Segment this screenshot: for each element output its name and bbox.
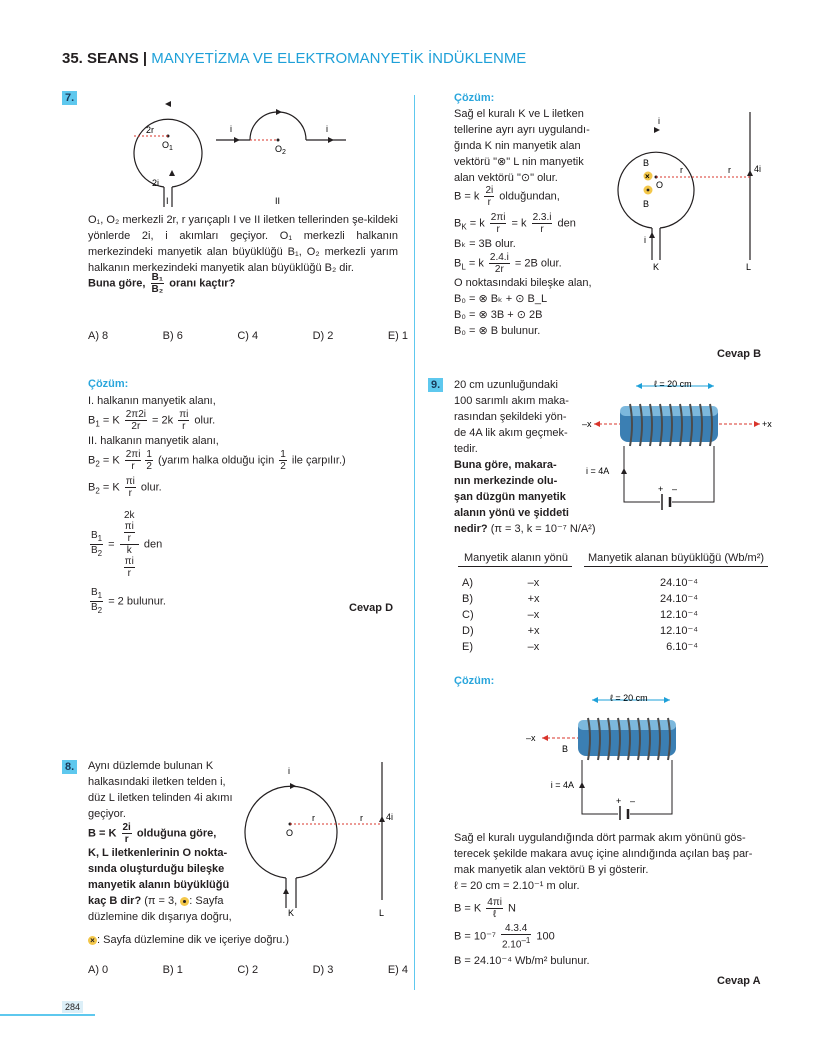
q7-label-2i: 2i: [152, 178, 159, 188]
q8-option-e[interactable]: E) 4: [387, 964, 408, 976]
q7-label-i-left: i: [230, 124, 232, 134]
q8-options: A) 0 B) 1 C) 2 D) 3 E) 4: [88, 964, 408, 976]
q7-option-b[interactable]: B) 6: [162, 330, 183, 342]
q7-label-2r: 2r: [146, 125, 154, 135]
q7b-label-4i: 4i: [754, 164, 761, 174]
q8-figure: i 4i r r O K L: [244, 762, 393, 918]
q7b-label-L: L: [746, 262, 751, 272]
page-header: 35. SEANS | MANYETİZMA VE ELEKTROMANYETİ…: [62, 50, 526, 67]
session-number: 35. SEANS: [62, 50, 139, 67]
q7-options: A) 8 B) 6 C) 4 D) 2 E) 1: [88, 330, 408, 342]
q8-label-i: i: [288, 766, 290, 776]
q7b-answer: Cevap B: [717, 348, 762, 360]
q7-solution-title: Çözüm:: [88, 378, 129, 390]
q8-label-4i: 4i: [386, 812, 393, 822]
q7b-figure: × B O B i i 4i r r K L: [617, 112, 761, 272]
dot-out-icon: [180, 896, 190, 906]
q9-label-plus-x: +x: [762, 419, 772, 429]
q8-option-b[interactable]: B) 1: [162, 964, 183, 976]
q7-option-c[interactable]: C) 4: [237, 330, 259, 342]
q9-label-plus: +: [658, 484, 663, 494]
q9-col-direction: Manyetik alanın yönü: [458, 550, 572, 567]
q7b-label-bl: B: [643, 199, 649, 209]
q9s-label-current: i = 4A: [551, 780, 574, 790]
q7b-label-i-bottom: i: [644, 235, 646, 245]
q7-label-o1: O1: [162, 140, 173, 152]
q7b-label-bk: B: [643, 158, 649, 168]
q7-figure: 2r O1 2i I i i O2 II: [133, 101, 346, 207]
q9s-label-b: B: [562, 744, 568, 754]
q8-text: Aynı düzlemde bulunan K halkasındaki ile…: [88, 760, 233, 923]
q7b-solution-title: Çözüm:: [454, 92, 495, 104]
q8-label-O: O: [286, 828, 293, 838]
q9-col-magnitude: Manyetik alanan büyüklüğü (Wb/m²): [583, 550, 769, 567]
q8-label-L: L: [379, 908, 384, 918]
q8-option-c[interactable]: C) 2: [237, 964, 259, 976]
q7b-label-K: K: [653, 262, 659, 272]
q9-solution-title: Çözüm:: [454, 675, 495, 687]
header-separator: |: [142, 50, 148, 67]
cross-in-icon: ×: [88, 935, 97, 945]
q9-answer: Cevap A: [717, 975, 761, 987]
page-number: 284: [62, 1001, 84, 1013]
q9-label-current: i = 4A: [586, 466, 609, 476]
q7-option-a[interactable]: A) 8: [88, 330, 109, 342]
q7b-solution-text: Sağ el kuralı K ve L iletken tellerine a…: [454, 108, 590, 184]
q9-label-length: ℓ = 20 cm: [654, 379, 692, 389]
q7-label-II: II: [275, 196, 280, 206]
q8-option-d[interactable]: D) 3: [312, 964, 334, 976]
q8-option-a[interactable]: A) 0: [88, 964, 109, 976]
question-8-number: 8.: [62, 760, 78, 774]
q7b-label-o: O: [656, 180, 663, 190]
q7-label-o2: O2: [275, 144, 286, 156]
q7-label-i-right: i: [326, 124, 328, 134]
q9-options-table: Manyetik alanın yönü Manyetik alanan büy…: [458, 550, 769, 655]
q7-label-I: I: [166, 196, 169, 206]
q8-label-K: K: [288, 908, 294, 918]
q7-answer: Cevap D: [349, 602, 394, 614]
q9-solution-figure: ℓ = 20 cm –x B i = 4A + –: [526, 693, 676, 820]
question-9-number: 9.: [428, 378, 444, 392]
q9s-label-minus: –: [630, 796, 635, 806]
q9-text: 20 cm uzunluğundaki 100 sarımlı akım mak…: [454, 379, 596, 535]
chapter-title: MANYETİZMA VE ELEKTROMANYETİK İNDÜKLENME: [151, 50, 527, 67]
q8-label-r2: r: [360, 813, 363, 823]
q7-option-e[interactable]: E) 1: [387, 330, 408, 342]
q8-hint-line: ×: Sayfa düzlemine dik ve içeriye doğru.…: [88, 932, 398, 948]
q9s-label-length: ℓ = 20 cm: [610, 693, 648, 703]
svg-text:×: ×: [645, 172, 650, 181]
q9s-label-minus-x: –x: [526, 733, 536, 743]
q9s-label-plus: +: [616, 796, 621, 806]
q9-label-minus-x: –x: [582, 419, 592, 429]
q9-label-minus: –: [672, 484, 677, 494]
q8-label-r1: r: [312, 813, 315, 823]
q7b-label-r1: r: [680, 165, 683, 175]
column-divider: [414, 95, 415, 990]
q9-figure: ℓ = 20 cm –x +x i = 4A + –: [582, 379, 772, 510]
question-7-number: 7.: [62, 91, 78, 105]
q7b-label-r2: r: [728, 165, 731, 175]
q9-solution-text: Sağ el kuralı uygulandığında dört parmak…: [454, 832, 753, 968]
footer-line: [0, 1014, 95, 1016]
q7-text: O₁, O₂ merkezli 2r, r yarıçaplı I ve II …: [88, 214, 398, 274]
q7-option-d[interactable]: D) 2: [312, 330, 334, 342]
q7b-label-i-top: i: [658, 116, 660, 126]
